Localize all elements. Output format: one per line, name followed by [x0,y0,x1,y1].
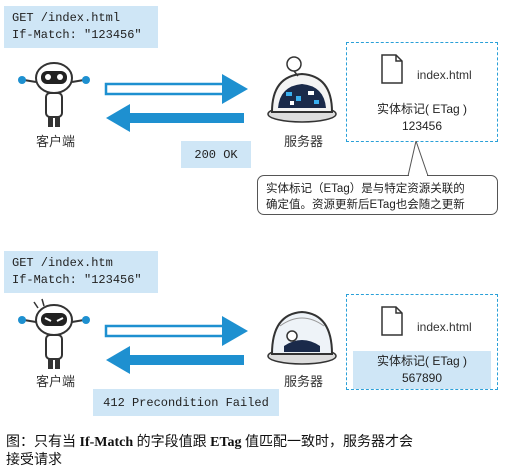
top-request-line1: GET /index.html [12,11,121,25]
top-resource-box: index.html 实体标记( ETag ) 123456 [346,42,498,142]
bottom-request-line2: If-Match: "123456" [12,273,142,287]
bottom-resource-box: index.html 实体标记( ETag ) 567890 [346,294,498,390]
caption-line1: 图：只有当 If-Match 的字段值跟 ETag 值匹配一致时，服务器才会 [6,434,516,452]
top-file-name: index.html [417,68,472,82]
bottom-file-name: index.html [417,320,472,334]
top-client-robot-icon [14,58,94,138]
bottom-server-icon [262,296,342,368]
top-etag-label: 实体标记( ETag ) [376,102,467,116]
bottom-arrows [104,314,250,376]
top-etag-value: 123456 [401,119,443,133]
callout-pointer [404,139,434,177]
caption-line2: 接受请求 [6,453,62,468]
top-arrows [104,72,250,134]
figure-caption: 图：只有当 If-Match 的字段值跟 ETag 值匹配一致时，服务器才会 接… [6,434,516,470]
bottom-etag: 实体标记( ETag ) 567890 [353,351,491,389]
callout-pointer-cover [409,174,427,177]
callout-line2: 确定值。资源更新后ETag也会随之更新 [266,199,465,211]
top-server-label: 服务器 [284,134,324,149]
caption-field2: ETag [210,435,242,450]
bottom-request-line1: GET /index.htm [12,256,113,270]
bottom-request-box: GET /index.htm If-Match: "123456" [4,251,158,293]
bottom-server-label: 服务器 [284,374,324,389]
top-response-box: 200 OK [181,141,251,168]
top-server-icon [262,54,342,126]
caption-prefix: 图：只有当 [6,435,80,450]
bottom-client-label: 客户端 [36,374,76,389]
top-request-box: GET /index.html If-Match: "123456" [4,6,158,48]
etag-callout: 实体标记（ETag）是与特定资源关联的 确定值。资源更新后ETag也会随之更新 [257,175,498,215]
callout-line1: 实体标记（ETag）是与特定资源关联的 [266,183,465,195]
top-request-line2: If-Match: "123456" [12,28,142,42]
top-file-icon [380,53,404,85]
bottom-etag-label: 实体标记( ETag ) [376,354,467,368]
top-etag: 实体标记( ETag ) 123456 [347,101,497,135]
top-client-label: 客户端 [36,134,76,149]
caption-mid2: 值匹配一致时，服务器才会 [241,435,414,450]
bottom-etag-value: 567890 [401,371,443,385]
bottom-response-box: 412 Precondition Failed [93,389,279,416]
caption-field1: If-Match [79,435,134,450]
bottom-file-icon [380,305,404,337]
caption-mid1: 的字段值跟 [133,435,211,450]
bottom-client-robot-icon [14,298,94,378]
